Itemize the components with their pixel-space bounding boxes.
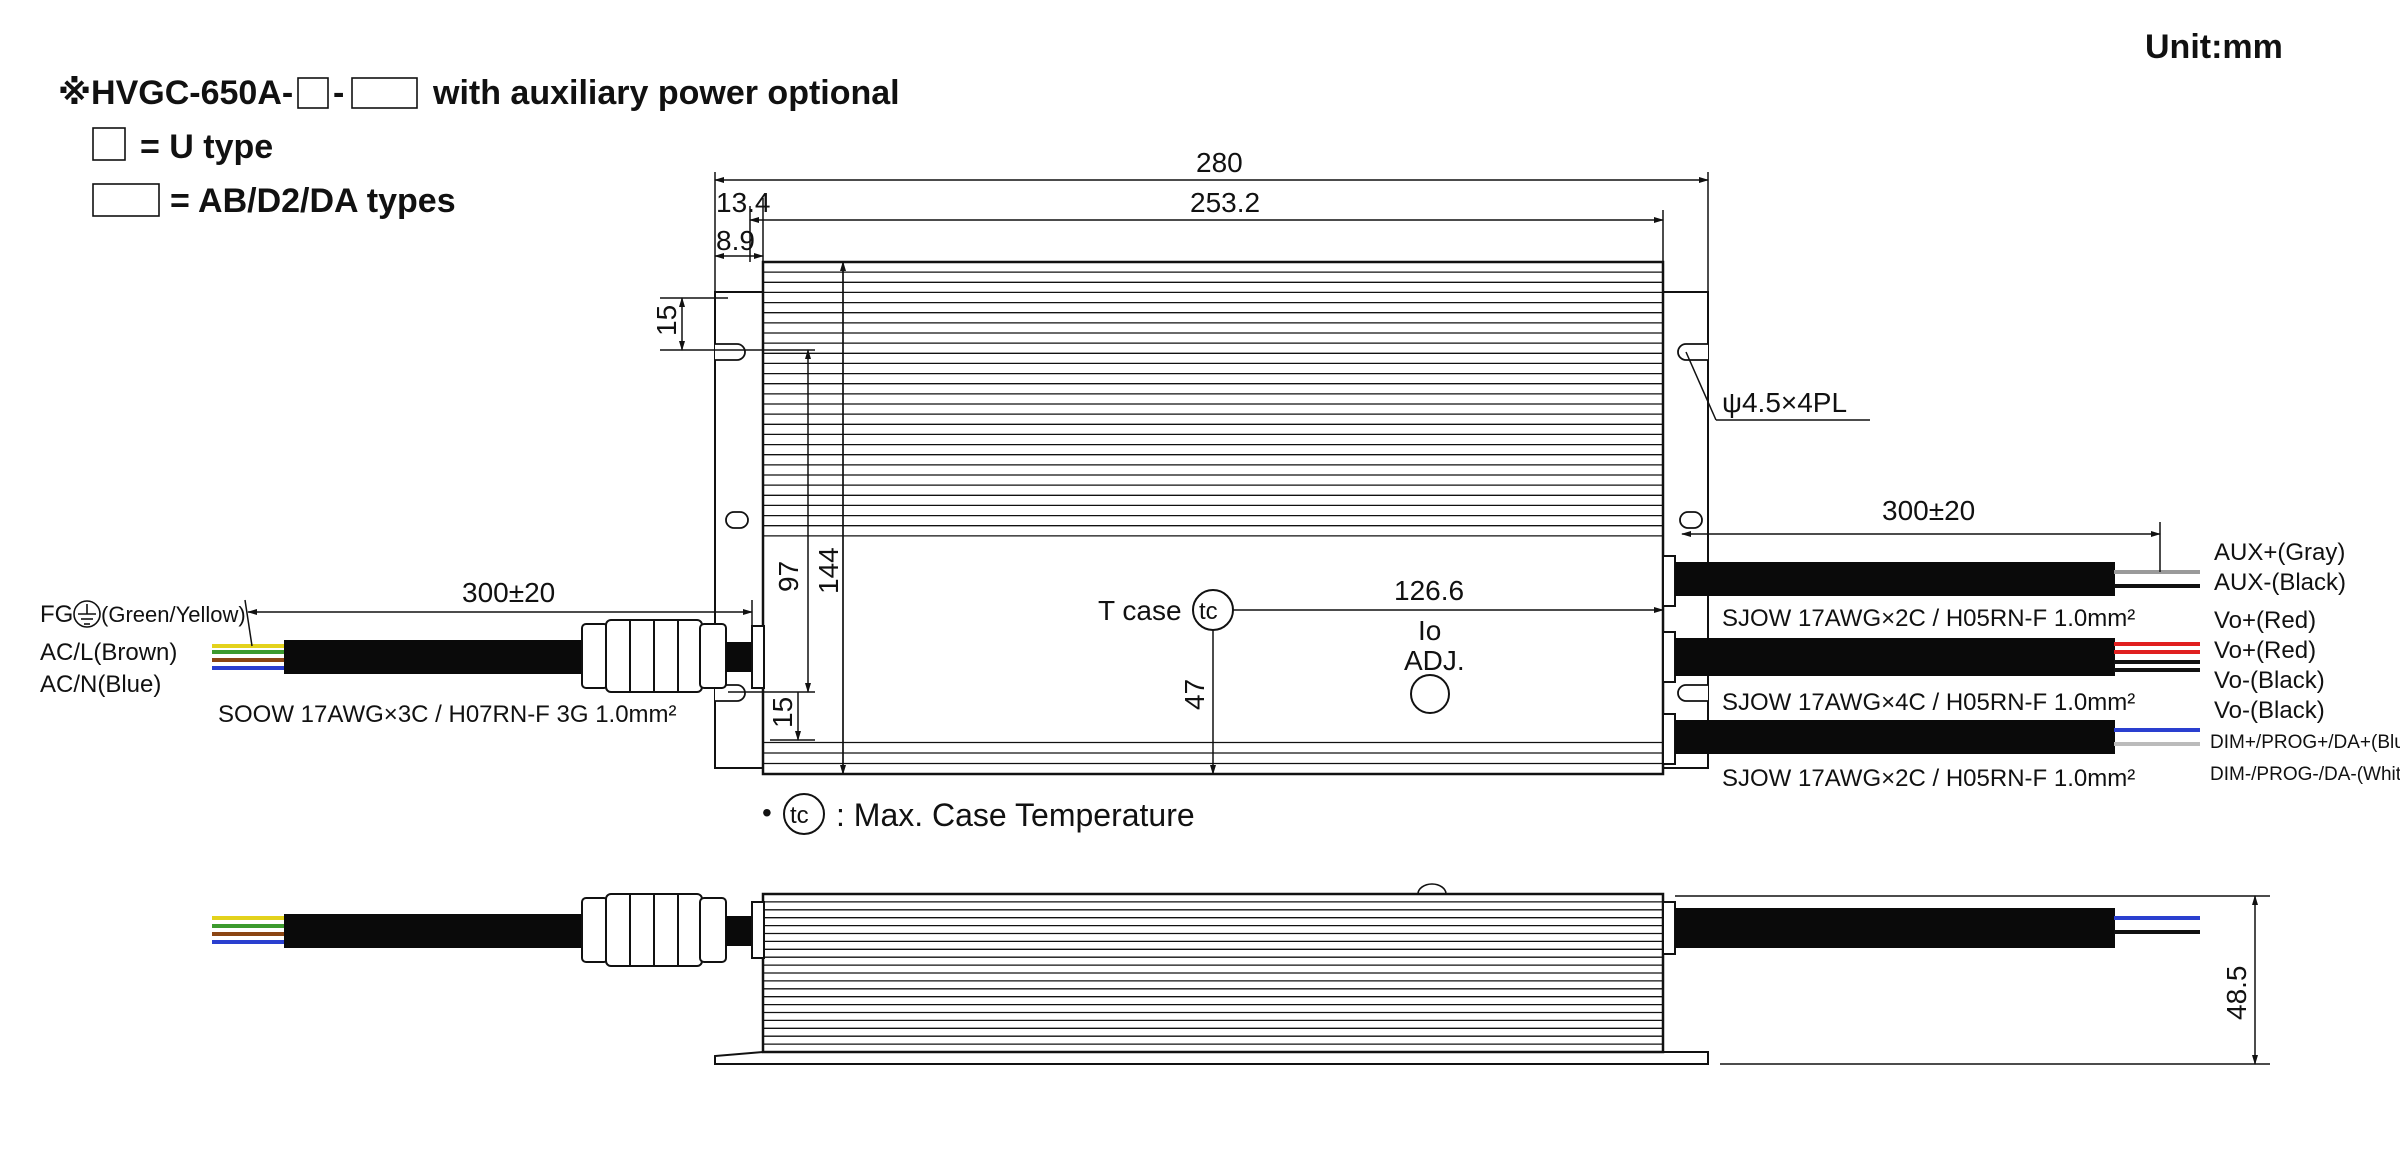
- input-fg-label: FG: [40, 601, 73, 628]
- dim-tc-y: 47: [1179, 679, 1210, 710]
- top-dimensions: [660, 172, 1870, 775]
- dim-hole-offset: 15: [651, 305, 682, 336]
- unit-label: Unit:mm: [2145, 28, 2283, 66]
- side-input-cable: [284, 914, 582, 948]
- dim-hole-spec: ψ4.5×4PL: [1722, 387, 1847, 418]
- input-cable-spec: SOOW 17AWG×3C / H07RN-F 3G 1.0mm²: [218, 701, 677, 728]
- output-cable2-spec: SJOW 17AWG×4C / H05RN-F 1.0mm²: [1722, 689, 2135, 716]
- tc-note-symbol: [783, 793, 825, 835]
- dim-height: 48.5: [2221, 966, 2252, 1021]
- tc-note: : Max. Case Temperature: [836, 797, 1195, 833]
- output-aux-minus: AUX-(Black): [2214, 569, 2346, 596]
- side-input-wire-ends: [212, 916, 286, 944]
- mounting-oval: [1679, 511, 1703, 529]
- io-label: Io: [1418, 615, 1441, 646]
- mounting-oval: [725, 511, 749, 529]
- input-connector: [581, 619, 727, 693]
- legend-ab-label: = AB/D2/DA types: [170, 182, 456, 220]
- model-title: ※HVGC-650A-: [58, 74, 293, 112]
- output-cable-1: [1675, 562, 2115, 596]
- side-height-dim: [1675, 895, 2270, 1065]
- side-output-gland: [1662, 901, 1676, 955]
- side-view-knob-bump: [1417, 883, 1447, 895]
- mounting-slots: [715, 343, 1708, 702]
- legend-box-ab: [92, 183, 160, 217]
- side-view-base-plate: [714, 1051, 1709, 1065]
- legend-box-u: [92, 127, 126, 161]
- dim-bottom-offset: 15: [767, 697, 798, 728]
- output-vo2: Vo+(Red): [2214, 637, 2316, 664]
- input-acl-label: AC/L(Brown): [40, 639, 177, 666]
- mounting-slot: [715, 343, 746, 361]
- dim-tc-x: 126.6: [1394, 575, 1464, 606]
- tc-symbol-text: tc: [1199, 598, 1218, 625]
- input-acn-label: AC/N(Blue): [40, 671, 161, 698]
- dim-overall-length: 280: [1196, 147, 1243, 178]
- legend-u-label: = U type: [140, 128, 273, 166]
- output-length-dim: [1681, 522, 2161, 572]
- note-bullet: •: [762, 797, 772, 828]
- tc-note-symbol-text: tc: [790, 802, 809, 829]
- output-length: 300±20: [1882, 495, 1975, 526]
- output-dim-minus: DIM-/PROG-/DA-(White): [2210, 764, 2400, 785]
- output-dim-plus: DIM+/PROG+/DA+(Blue): [2210, 732, 2400, 753]
- side-input-connector: [581, 893, 727, 967]
- adj-label: ADJ.: [1404, 645, 1465, 676]
- output-aux-plus: AUX+(Gray): [2214, 539, 2345, 566]
- input-wire-ends: [212, 644, 286, 670]
- output-wire-ends: [2114, 570, 2200, 746]
- mounting-slot: [1677, 343, 1708, 361]
- tcase-label: T case: [1098, 595, 1182, 626]
- input-gland: [751, 625, 765, 689]
- output-vo1: Vo+(Red): [2214, 607, 2316, 634]
- dim-hole-pitch: 97: [773, 561, 804, 592]
- dim-width: 144: [813, 547, 844, 594]
- output-cable1-spec: SJOW 17AWG×2C / H05RN-F 1.0mm²: [1722, 605, 2135, 632]
- output-vo3: Vo-(Black): [2214, 667, 2325, 694]
- input-cable-stub: [726, 642, 752, 672]
- mounting-slot: [1677, 684, 1708, 702]
- model-box-ab: [351, 77, 418, 109]
- ground-icon: [73, 600, 101, 628]
- model-dash: -: [333, 74, 344, 112]
- side-input-cable-stub: [726, 916, 752, 946]
- model-suffix: with auxiliary power optional: [432, 74, 900, 112]
- output-cable-3: [1675, 720, 2115, 754]
- input-cable: [284, 640, 582, 674]
- dim-body-length: 253.2: [1190, 187, 1260, 218]
- output-cable3-spec: SJOW 17AWG×2C / H05RN-F 1.0mm²: [1722, 765, 2135, 792]
- model-box-u: [297, 77, 329, 109]
- cooling-fins-top: [763, 271, 1663, 765]
- side-output-cable: [1675, 908, 2115, 948]
- dim-offset-b: 8.9: [716, 225, 755, 256]
- side-input-gland: [751, 901, 765, 959]
- output-cable-2: [1675, 638, 2115, 676]
- input-length-dim: [244, 599, 753, 647]
- io-adjust-knob: [1410, 674, 1450, 714]
- input-fg-color: (Green/Yellow): [101, 602, 246, 627]
- mounting-slot: [715, 684, 746, 702]
- dim-offset-a: 13.4: [716, 187, 771, 218]
- output-vo4: Vo-(Black): [2214, 697, 2325, 724]
- input-length: 300±20: [462, 577, 555, 608]
- output-glands: [1662, 555, 1676, 765]
- side-output-wire-ends: [2114, 916, 2200, 934]
- cooling-fins-side: [763, 901, 1663, 1045]
